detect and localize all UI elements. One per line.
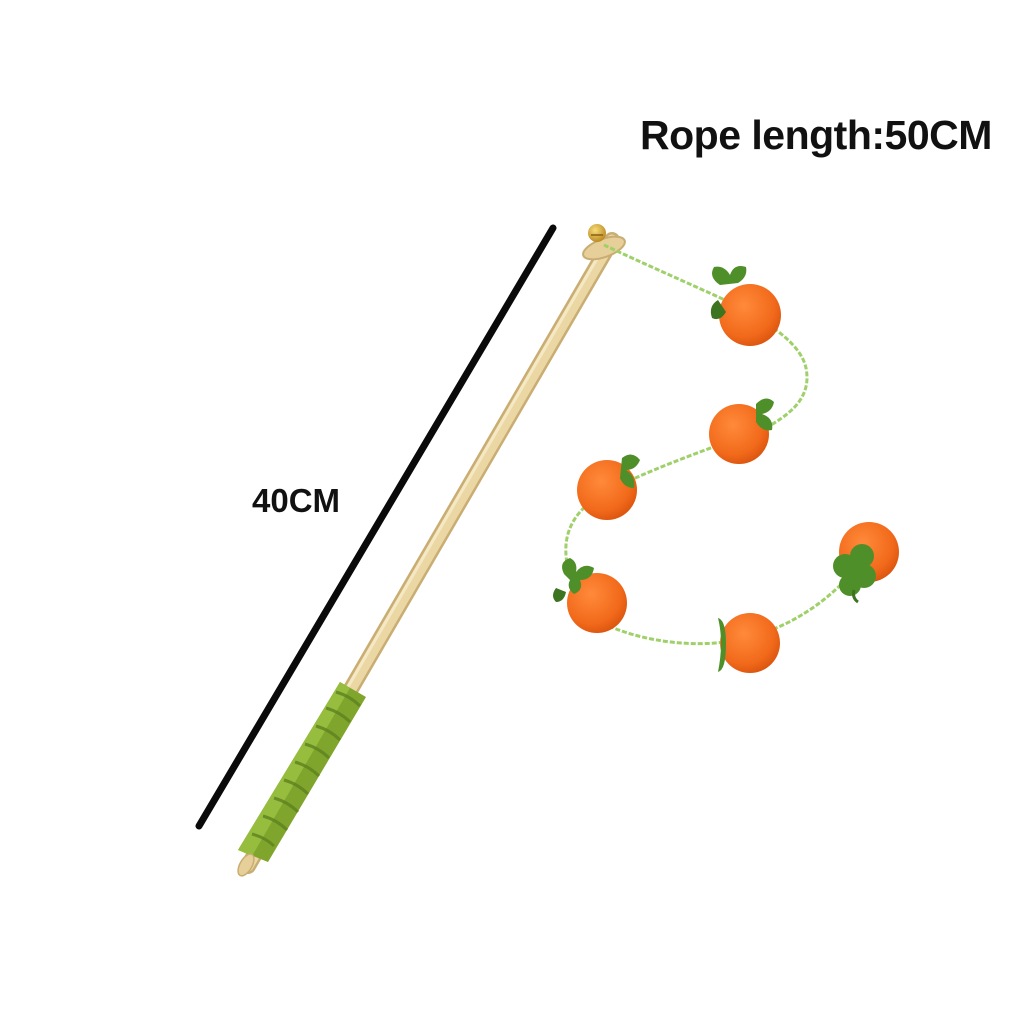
felt-ball [718,613,780,673]
felt-ball [833,522,899,604]
clover-leaf-icon [833,544,876,604]
felt-ball [709,398,774,464]
felt-ball [577,454,640,520]
felt-ball [710,266,781,346]
felt-ball [553,558,627,633]
bell-icon [588,224,606,242]
stick-length-label: 40CM [252,482,341,519]
stick-measure-line [195,224,557,830]
rope-length-label: Rope length:50CM [640,112,992,158]
handle-grip [237,682,366,877]
